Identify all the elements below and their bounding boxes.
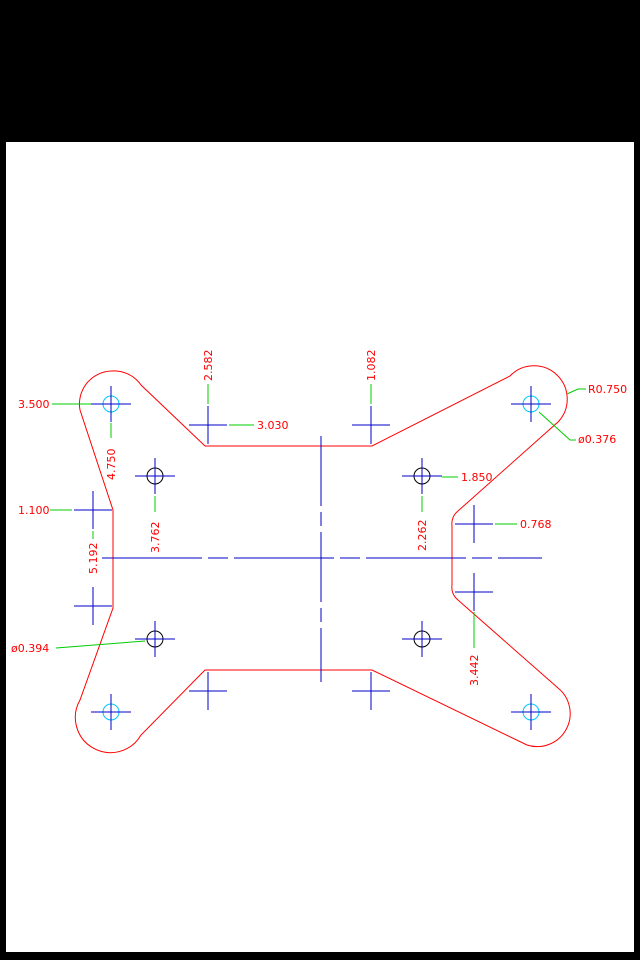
hole-top-right xyxy=(511,386,551,422)
dim-0768: 0.768 xyxy=(520,518,552,531)
dim-1082: 1.082 xyxy=(365,350,378,382)
cross-right-b xyxy=(455,573,493,611)
hole-bottom-right xyxy=(511,694,551,730)
mounting-holes xyxy=(91,386,551,730)
hole-inner-top-left xyxy=(135,458,175,494)
dim-dia0376: ø0.376 xyxy=(578,433,616,446)
cross-bottom-b xyxy=(352,672,390,710)
dim-3762: 3.762 xyxy=(149,522,162,554)
dim-3030: 3.030 xyxy=(257,419,289,432)
cross-right-a xyxy=(455,505,493,543)
dimension-labels: 3.500 4.750 2.582 3.030 1.082 R0.750 ø0.… xyxy=(11,350,627,687)
leader-lines xyxy=(50,384,586,649)
inner-holes xyxy=(135,458,442,657)
part-outline xyxy=(74,365,571,754)
hole-top-left xyxy=(91,386,131,422)
drawing-sheet xyxy=(6,142,634,952)
cross-top-a xyxy=(189,406,227,444)
cross-bottom-a xyxy=(189,672,227,710)
dim-dia0394: ø0.394 xyxy=(11,642,49,655)
reference-crosses xyxy=(74,406,493,710)
centerlines xyxy=(102,436,542,682)
hole-inner-bottom-left xyxy=(135,621,175,657)
dim-2582: 2.582 xyxy=(202,350,215,382)
dim-5192: 5.192 xyxy=(87,543,100,575)
dim-3442: 3.442 xyxy=(468,655,481,687)
cross-top-b xyxy=(352,406,390,444)
dim-2262: 2.262 xyxy=(416,520,429,552)
dim-1850: 1.850 xyxy=(461,471,493,484)
cross-left-b xyxy=(74,587,112,625)
hole-inner-top-right xyxy=(402,458,442,494)
dim-4750: 4.750 xyxy=(105,449,118,481)
dim-3500: 3.500 xyxy=(18,398,50,411)
dim-1100: 1.100 xyxy=(18,504,50,517)
cross-left-a xyxy=(74,491,112,529)
hole-bottom-left xyxy=(91,694,131,730)
hole-inner-bottom-right xyxy=(402,621,442,657)
dim-r0750: R0.750 xyxy=(588,383,627,396)
